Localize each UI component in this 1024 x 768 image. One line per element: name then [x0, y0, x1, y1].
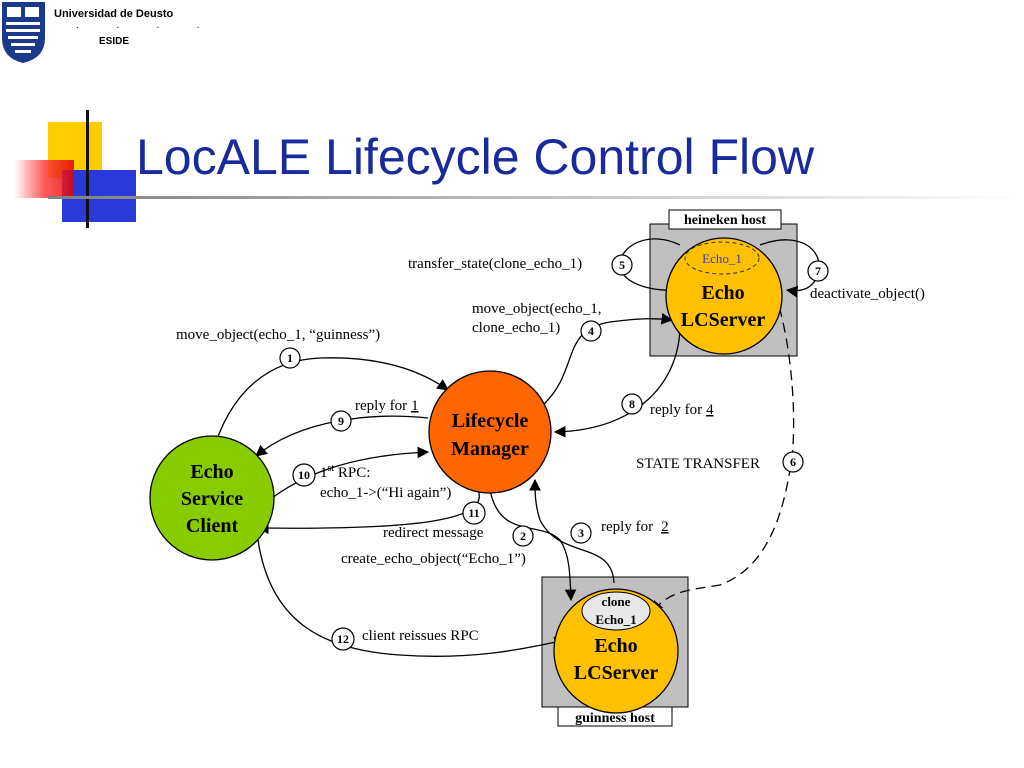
step-num-12: 12	[337, 632, 349, 646]
university-name: Universidad de Deusto	[54, 8, 174, 20]
arrow-step-3	[529, 478, 615, 584]
step-label-11: redirect message	[383, 525, 484, 541]
arrow-step-12	[257, 539, 567, 657]
client-line1: Echo	[190, 461, 233, 483]
step-num-4: 4	[588, 324, 594, 338]
page-title: LocALE Lifecycle Control Flow	[136, 129, 815, 185]
step-badge-7	[807, 260, 829, 282]
step-label-10-rest: RPC:	[334, 465, 370, 481]
step-num-9: 9	[338, 414, 344, 428]
guinness-host-label: guinness host	[575, 711, 655, 726]
echo-lcserver-bottom-line2: LCServer	[574, 662, 659, 684]
step-badge-8	[621, 393, 643, 415]
heineken-host-label: heineken host	[684, 213, 766, 228]
step-label-4-line2: clone_echo_1)	[472, 320, 560, 336]
clone-echo-1-object	[581, 591, 651, 631]
step-num-2: 2	[520, 529, 526, 543]
echo-1-label: Echo_1	[702, 251, 742, 266]
step-label-9-ref: 1	[411, 398, 419, 414]
step-num-8: 8	[629, 397, 635, 411]
step-num-1: 1	[287, 351, 293, 365]
step-badge-6	[782, 451, 804, 473]
header-dots: · · · ·	[76, 22, 217, 33]
step-badge-9	[330, 410, 352, 432]
step-num-10: 10	[298, 468, 310, 482]
step-label-8-ref: 4	[706, 402, 714, 418]
step-label-9-text: reply for	[355, 398, 407, 414]
step-badge-2	[512, 525, 534, 547]
client-line3: Client	[186, 515, 239, 537]
step-label-3: reply for 2	[601, 519, 669, 535]
step-label-4-line1: move_object(echo_1,	[472, 301, 602, 317]
lifecycle-manager-line2: Manager	[451, 438, 529, 460]
step-label-10-num: 1	[320, 465, 328, 481]
step-num-11: 11	[468, 506, 479, 520]
step-num-3: 3	[578, 526, 584, 540]
arrow-step-8	[553, 324, 681, 438]
step-label-3-ref: 2	[661, 519, 669, 535]
step-label-8-text: reply for	[650, 402, 702, 418]
step-label-3-text: reply for	[601, 519, 653, 535]
arrow-step-11	[256, 489, 480, 534]
step-label-12: client reissues RPC	[362, 628, 479, 644]
step-badge-4	[580, 320, 602, 342]
step-num-7: 7	[815, 264, 821, 278]
echo-lcserver-top-line2: LCServer	[681, 309, 766, 331]
school-name: ESIDE	[99, 36, 130, 47]
arrow-step-10	[271, 446, 430, 499]
step-badge-5	[611, 254, 633, 276]
step-label-10-line1: 1st RPC:	[320, 463, 370, 481]
step-badge-12	[331, 627, 355, 651]
step-badge-11	[462, 501, 486, 525]
echo-lcserver-top-node	[665, 237, 783, 355]
university-logo	[2, 2, 45, 63]
step-label-2: create_echo_object(“Echo_1”)	[341, 551, 526, 567]
echo-1-object	[684, 241, 760, 275]
arrow-step-2	[489, 489, 577, 602]
step-label-6: STATE TRANSFER	[636, 456, 760, 472]
step-label-7: deactivate_object()	[810, 286, 925, 302]
lifecycle-manager-line1: Lifecycle	[452, 410, 529, 432]
lifecycle-manager-node	[428, 370, 552, 494]
step-label-10-line2: echo_1->(“Hi again”)	[320, 485, 451, 501]
step-num-6: 6	[790, 455, 796, 469]
arrow-step-1	[211, 357, 449, 456]
echo-service-client-node	[149, 435, 275, 561]
echo-lcserver-bottom-node	[553, 588, 679, 714]
client-line2: Service	[181, 488, 243, 510]
step-badge-1	[279, 347, 301, 369]
step-label-10-sup: st	[328, 463, 335, 474]
arrow-step-6	[651, 249, 795, 613]
step-badge-3	[570, 522, 592, 544]
echo-lcserver-top-line1: Echo	[701, 282, 744, 304]
echo-lcserver-bottom-line1: Echo	[594, 635, 637, 657]
step-label-1: move_object(echo_1, “guinness”)	[176, 327, 380, 343]
clone-echo-1-line1: clone	[602, 594, 631, 609]
clone-echo-1-line2: Echo_1	[595, 612, 636, 627]
step-num-5: 5	[619, 258, 625, 272]
step-badge-10	[292, 463, 316, 487]
step-label-5: transfer_state(clone_echo_1)	[408, 256, 582, 272]
